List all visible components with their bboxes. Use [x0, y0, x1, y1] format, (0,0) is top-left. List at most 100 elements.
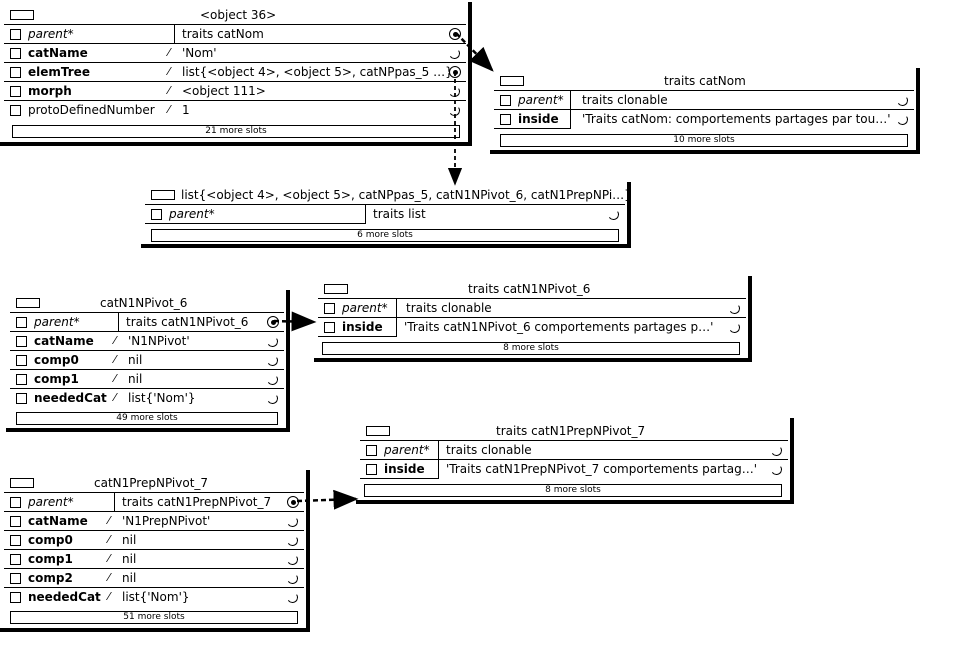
slot-parent[interactable]: parent* traits catN1PrepNPivot_7	[4, 492, 304, 512]
outliner-object-36[interactable]: <object 36> parent* traits catNom catNam…	[0, 2, 472, 146]
slot-checkbox[interactable]	[10, 86, 21, 97]
slot-value[interactable]: nil	[128, 353, 143, 367]
slot-value[interactable]: nil	[128, 372, 143, 386]
slot-value[interactable]: traits clonable	[446, 443, 532, 457]
slot-value[interactable]: nil	[122, 552, 137, 566]
outliner-catn1npivot-6[interactable]: catN1NPivot_6 parent* traits catN1NPivot…	[6, 290, 290, 432]
slot-checkbox[interactable]	[10, 29, 21, 40]
slot-value[interactable]: 'Traits catN1NPivot_6 comportements part…	[404, 320, 714, 334]
slot-comp1[interactable]: comp1 ⁄ nil	[4, 549, 304, 569]
slot-checkbox[interactable]	[10, 592, 21, 603]
more-slots-button[interactable]: 10 more slots	[500, 134, 908, 147]
slot-value[interactable]: <object 111>	[182, 84, 266, 98]
slot-value[interactable]: 'N1NPivot'	[128, 334, 190, 348]
outliner-title-bar[interactable]: catN1PrepNPivot_7	[4, 474, 304, 492]
outliner-title-bar[interactable]: traits catN1PrepNPivot_7	[360, 422, 788, 440]
slot-checkbox[interactable]	[324, 303, 335, 314]
slot-checkbox[interactable]	[16, 355, 27, 366]
more-slots-button[interactable]: 51 more slots	[10, 611, 298, 624]
slot-value[interactable]: list{<object 4>, <object 5>, catNPpas_5 …	[182, 65, 453, 79]
more-slots-button[interactable]: 6 more slots	[151, 229, 619, 242]
slot-name: morph	[28, 84, 72, 98]
slot-checkbox[interactable]	[10, 516, 21, 527]
slot-value[interactable]: 'Traits catN1PrepNPivot_7 comportements …	[446, 462, 758, 476]
slot-value[interactable]: traits list	[373, 207, 426, 221]
slot-comp2[interactable]: comp2 ⁄ nil	[4, 568, 304, 588]
slot-value[interactable]: traits catN1PrepNPivot_7	[122, 495, 272, 509]
slot-value[interactable]: list{'Nom'}	[122, 590, 190, 604]
slot-morph[interactable]: morph ⁄ <object 111>	[4, 81, 466, 101]
outliner-list-object[interactable]: list{<object 4>, <object 5>, catNPpas_5,…	[141, 182, 632, 248]
slot-comp1[interactable]: comp1 ⁄ nil	[10, 369, 284, 389]
slot-parent[interactable]: parent* traits clonable	[494, 90, 914, 110]
outliner-traits-catn1prepnpivot-7[interactable]: traits catN1PrepNPivot_7 parent* traits …	[356, 418, 794, 504]
slot-value[interactable]: traits catN1NPivot_6	[126, 315, 249, 329]
slot-checkbox[interactable]	[16, 317, 27, 328]
slot-elemtree[interactable]: elemTree ⁄ list{<object 4>, <object 5>, …	[4, 62, 466, 82]
slot-checkbox[interactable]	[500, 114, 511, 125]
slot-value[interactable]: 1	[182, 103, 190, 117]
slot-checkbox[interactable]	[10, 48, 21, 59]
slot-inside[interactable]: inside 'Traits catNom: comportements par…	[494, 109, 914, 129]
slot-checkbox[interactable]	[10, 554, 21, 565]
slot-comp0[interactable]: comp0 ⁄ nil	[10, 350, 284, 370]
slot-checkbox[interactable]	[366, 445, 377, 456]
slot-parent[interactable]: parent* traits list	[145, 204, 625, 224]
more-slots-button[interactable]: 49 more slots	[16, 412, 278, 425]
slash-divider: ⁄	[114, 391, 116, 404]
slot-parent[interactable]: parent* traits clonable	[318, 298, 746, 318]
reference-button-icon[interactable]	[449, 28, 461, 40]
slot-value[interactable]: 'Nom'	[182, 46, 217, 60]
slot-inside[interactable]: inside 'Traits catN1PrepNPivot_7 comport…	[360, 459, 788, 479]
slot-comp0[interactable]: comp0 ⁄ nil	[4, 530, 304, 550]
outliner-catn1prepnpivot-7[interactable]: catN1PrepNPivot_7 parent* traits catN1Pr…	[0, 470, 310, 632]
slot-checkbox[interactable]	[151, 209, 162, 220]
slot-checkbox[interactable]	[16, 393, 27, 404]
slot-value[interactable]: traits clonable	[406, 301, 492, 315]
slot-value[interactable]: nil	[122, 533, 137, 547]
collapse-box[interactable]	[16, 298, 40, 308]
slot-checkbox[interactable]	[10, 497, 21, 508]
slot-checkbox[interactable]	[10, 535, 21, 546]
slot-value[interactable]: traits catNom	[182, 27, 264, 41]
outliner-traits-catnom[interactable]: traits catNom parent* traits clonable in…	[490, 68, 920, 154]
collapse-box[interactable]	[10, 10, 34, 20]
more-slots-button[interactable]: 21 more slots	[12, 125, 460, 138]
slot-checkbox[interactable]	[16, 336, 27, 347]
slot-parent[interactable]: parent* traits catNom	[4, 24, 466, 44]
slot-protodefinednumber[interactable]: protoDefinedNumber ⁄ 1	[4, 100, 466, 120]
slot-parent[interactable]: parent* traits catN1NPivot_6	[10, 312, 284, 332]
slot-checkbox[interactable]	[500, 95, 511, 106]
collapse-box[interactable]	[500, 76, 524, 86]
slot-catname[interactable]: catName ⁄ 'Nom'	[4, 43, 466, 63]
collapse-box[interactable]	[151, 190, 175, 200]
slot-checkbox[interactable]	[10, 573, 21, 584]
outliner-title-bar[interactable]: traits catNom	[494, 72, 914, 90]
slot-value[interactable]: 'N1PrepNPivot'	[122, 514, 211, 528]
outliner-title-bar[interactable]: <object 36>	[4, 6, 466, 24]
slot-checkbox[interactable]	[10, 105, 21, 116]
slot-catname[interactable]: catName ⁄ 'N1PrepNPivot'	[4, 511, 304, 531]
outliner-title: traits catN1NPivot_6	[468, 282, 591, 296]
outliner-title-bar[interactable]: list{<object 4>, <object 5>, catNPpas_5,…	[145, 186, 632, 204]
slot-checkbox[interactable]	[366, 464, 377, 475]
slot-checkbox[interactable]	[10, 67, 21, 78]
slot-value[interactable]: traits clonable	[582, 93, 668, 107]
slot-value[interactable]: list{'Nom'}	[128, 391, 196, 405]
slot-inside[interactable]: inside 'Traits catN1NPivot_6 comportemen…	[318, 317, 746, 337]
more-slots-button[interactable]: 8 more slots	[364, 484, 782, 497]
outliner-title-bar[interactable]: traits catN1NPivot_6	[318, 280, 746, 298]
slot-value[interactable]: 'Traits catNom: comportements partages p…	[582, 112, 891, 126]
outliner-traits-catn1npivot-6[interactable]: traits catN1NPivot_6 parent* traits clon…	[314, 276, 752, 362]
slot-value[interactable]: nil	[122, 571, 137, 585]
slot-catname[interactable]: catName ⁄ 'N1NPivot'	[10, 331, 284, 351]
collapse-box[interactable]	[324, 284, 348, 294]
slot-checkbox[interactable]	[16, 374, 27, 385]
more-slots-button[interactable]: 8 more slots	[322, 342, 740, 355]
slot-neededcat[interactable]: neededCat ⁄ list{'Nom'}	[10, 388, 284, 408]
collapse-box[interactable]	[366, 426, 390, 436]
outliner-title-bar[interactable]: catN1NPivot_6	[10, 294, 284, 312]
slot-neededcat[interactable]: neededCat ⁄ list{'Nom'}	[4, 587, 304, 607]
slot-checkbox[interactable]	[324, 322, 335, 333]
collapse-box[interactable]	[10, 478, 34, 488]
